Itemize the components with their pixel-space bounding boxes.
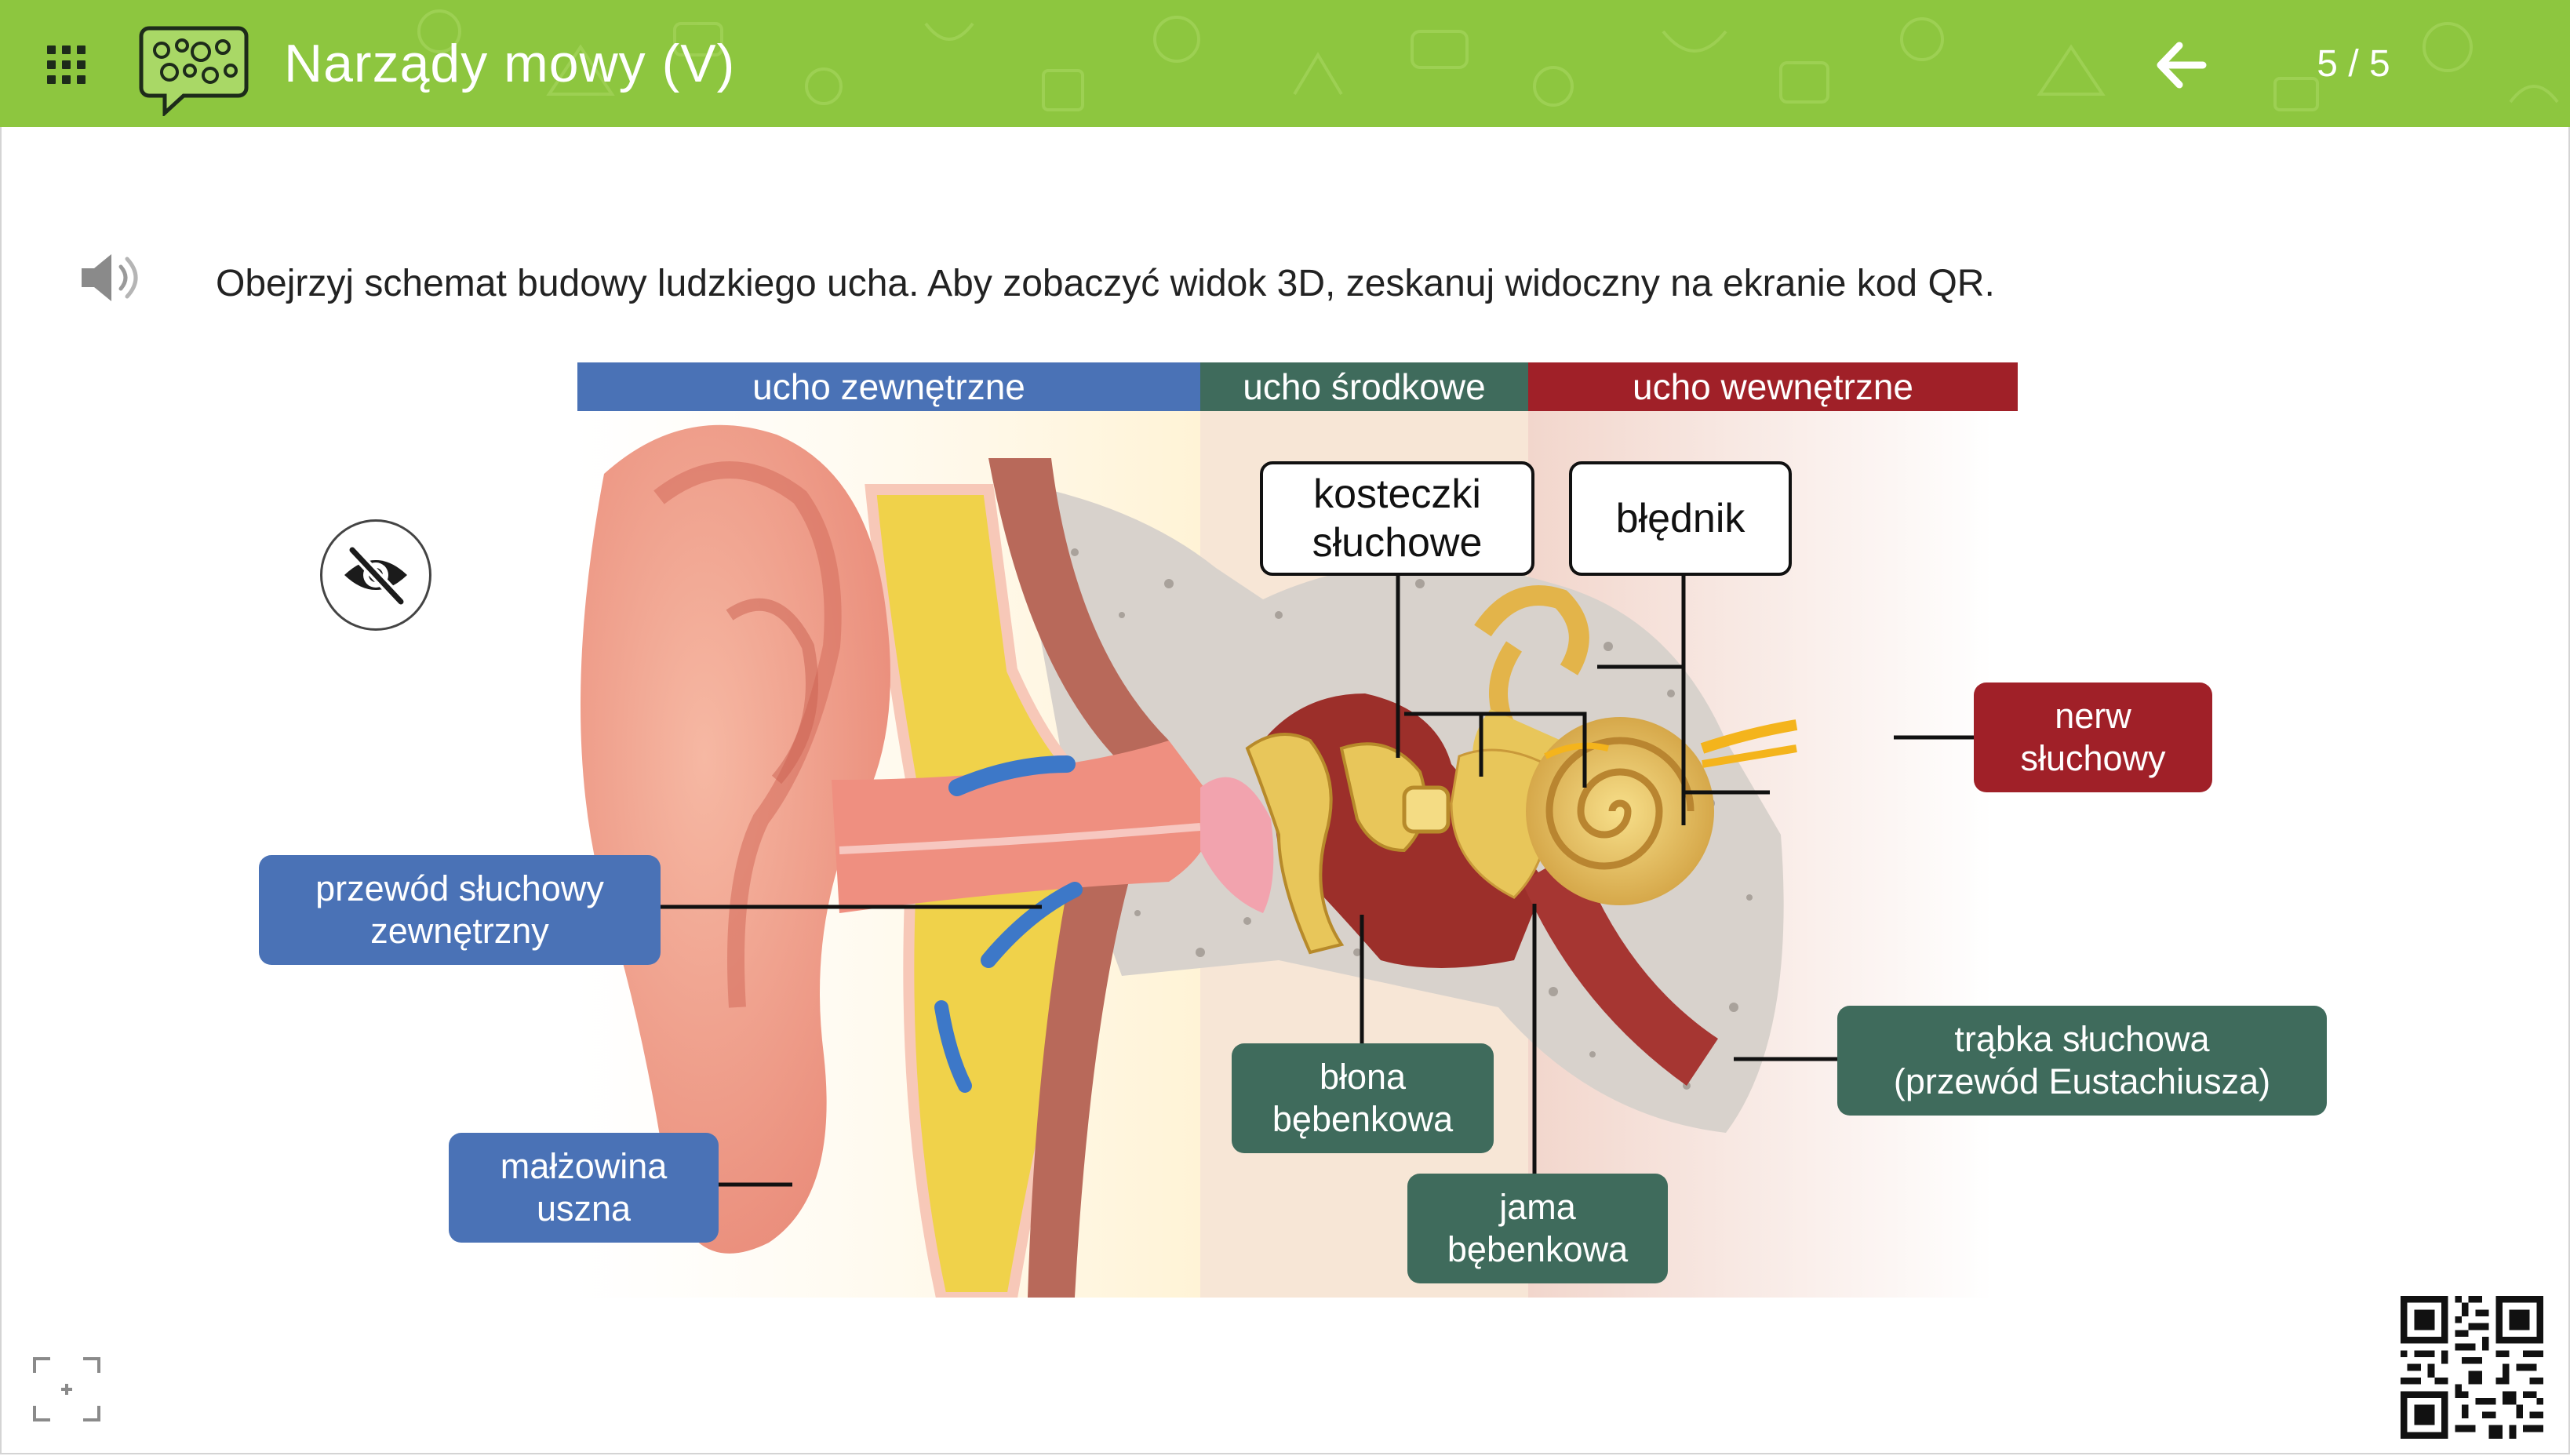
label-eardrum-line2: bębenkowa (1272, 1099, 1454, 1139)
label-ear-canal-line2: zewnętrzny (370, 911, 549, 951)
arrow-left-icon[interactable] (2148, 31, 2219, 99)
label-tympanic-cavity-line2: bębenkowa (1447, 1229, 1629, 1269)
label-eustachian-tube-line2: (przewód Eustachiusza) (1893, 1061, 2271, 1101)
section-inner-ear: ucho wewnętrzne (1528, 362, 2018, 411)
label-ossicles: kosteczki słuchowe (1260, 461, 1534, 576)
label-ossicles-line2: słuchowe (1312, 520, 1483, 566)
content-frame (0, 127, 2570, 1454)
label-labyrinth-line1: błędnik (1615, 496, 1745, 541)
label-ear-canal-line1: przewód słuchowy (315, 868, 604, 908)
page-indicator: 5 / 5 (2317, 43, 2390, 85)
apps-grid-icon[interactable] (47, 46, 86, 85)
label-ossicles-line1: kosteczki (1313, 471, 1481, 517)
eye-off-icon (344, 544, 407, 607)
speaker-icon[interactable] (77, 248, 144, 308)
label-eardrum-line1: błona (1319, 1057, 1407, 1097)
label-labyrinth: błędnik (1569, 461, 1792, 576)
label-tympanic-cavity: jama bębenkowa (1407, 1174, 1668, 1283)
qr-code-icon[interactable] (2401, 1296, 2543, 1439)
speech-bubble-logo-icon (139, 26, 249, 116)
label-eardrum: błona bębenkowa (1232, 1043, 1494, 1153)
label-auricle-line2: uszna (536, 1188, 632, 1228)
section-middle-ear: ucho środkowe (1200, 362, 1528, 411)
instruction-text: Obejrzyj schemat budowy ludzkiego ucha. … (216, 263, 1995, 304)
hide-labels-button[interactable] (320, 519, 431, 631)
label-auricle-line1: małżowina (500, 1146, 668, 1186)
fullscreen-icon[interactable] (31, 1356, 102, 1423)
label-ear-canal: przewód słuchowy zewnętrzny (259, 855, 661, 965)
page-title: Narządy mowy (V) (284, 34, 736, 93)
label-auditory-nerve-line2: słuchowy (2020, 738, 2166, 778)
section-outer-ear: ucho zewnętrzne (577, 362, 1200, 411)
header-pattern (417, 9, 2559, 111)
label-eustachian-tube-line1: trąbka słuchowa (1954, 1019, 2210, 1059)
header-bar: Narządy mowy (V) 5 / 5 (0, 0, 2570, 127)
label-tympanic-cavity-line1: jama (1499, 1187, 1576, 1227)
label-auricle: małżowina uszna (449, 1133, 719, 1243)
label-eustachian-tube: trąbka słuchowa (przewód Eustachiusza) (1837, 1006, 2327, 1116)
label-auditory-nerve: nerw słuchowy (1974, 682, 2212, 792)
label-auditory-nerve-line1: nerw (2055, 696, 2131, 736)
